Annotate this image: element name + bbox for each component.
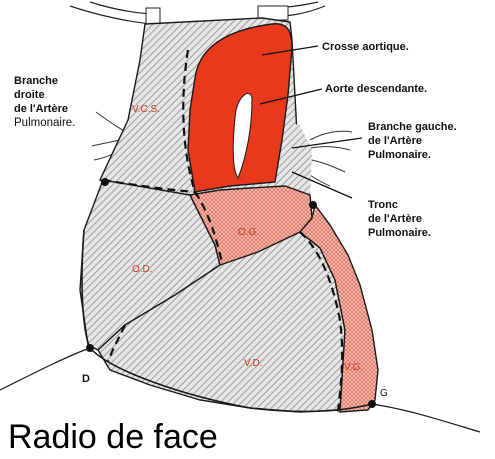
chamber-vg: V.G. [344, 362, 363, 373]
label-branche-gauche-3: Pulmonaire. [368, 149, 431, 161]
label-tronc-1: Tronc [368, 199, 398, 211]
leader-lines [259, 45, 363, 199]
heart-outline [81, 229, 373, 413]
point-vd-dot [86, 344, 94, 352]
point-g-dot [368, 400, 376, 408]
label-tronc-3: Pulmonaire. [368, 227, 431, 239]
label-branche-droite-2: droite [14, 89, 45, 101]
point-d-dot [101, 178, 109, 186]
chamber-vcs: V.C.S. [132, 104, 160, 115]
label-branche-droite-3: de l'Artère [14, 103, 68, 115]
label-aorte-descendante: Aorte descendante. [325, 83, 427, 95]
label-tronc-2: de l'Artère [368, 213, 422, 225]
aortic-window [232, 92, 253, 180]
left-ventricle [298, 203, 379, 413]
label-branche-gauche-1: Branche gauche. [368, 121, 457, 133]
caption: Radio de face [8, 418, 218, 456]
point-g-label: G [380, 388, 388, 399]
chamber-og: O.G. [238, 227, 259, 238]
label-branche-droite-1: Branche [14, 75, 58, 87]
chamber-vd: V.D. [244, 358, 263, 369]
chamber-od: O.D. [132, 264, 153, 275]
diaphragm-line [0, 347, 481, 433]
label-branche-droite-4: Pulmonaire. [14, 117, 75, 129]
dashed-contours [102, 49, 344, 413]
label-branche-gauche-2: de l'Artère [368, 135, 422, 147]
label-crosse-aortique: Crosse aortique. [322, 41, 409, 53]
point-d-label: D [82, 373, 90, 385]
point-og-dot [309, 201, 317, 209]
